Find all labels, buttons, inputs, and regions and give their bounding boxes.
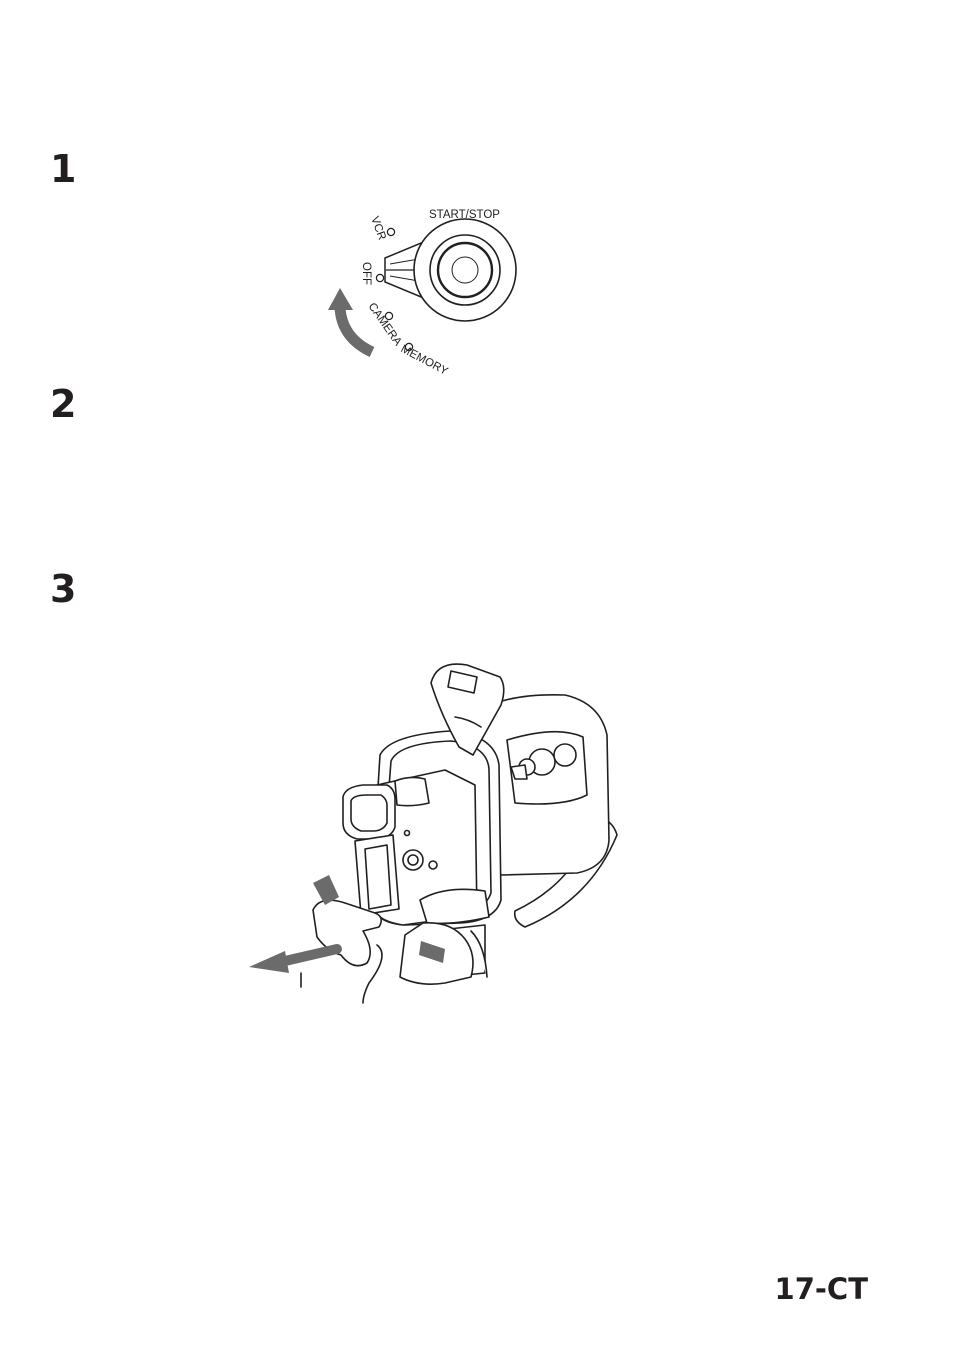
pull-arrow-icon bbox=[249, 949, 337, 973]
step-1-number: 1 bbox=[50, 150, 76, 188]
page-number: 17-CT bbox=[775, 1272, 868, 1306]
turn-arrow-icon bbox=[328, 288, 372, 352]
start-stop-label: START/STOP bbox=[429, 209, 500, 221]
power-dial-diagram: START/STOP VCR OFF CAMERA MEMORY bbox=[320, 200, 540, 385]
dial-label-memory: MEMORY bbox=[399, 343, 450, 378]
step-2-number: 2 bbox=[50, 385, 76, 423]
dial-label-off: OFF bbox=[360, 262, 372, 285]
step-3-number: 3 bbox=[50, 570, 76, 608]
dial-label-camera: CAMERA bbox=[366, 301, 404, 348]
camcorder-housing-illustration bbox=[245, 655, 635, 1005]
dial-label-vcr: VCR bbox=[368, 215, 388, 242]
